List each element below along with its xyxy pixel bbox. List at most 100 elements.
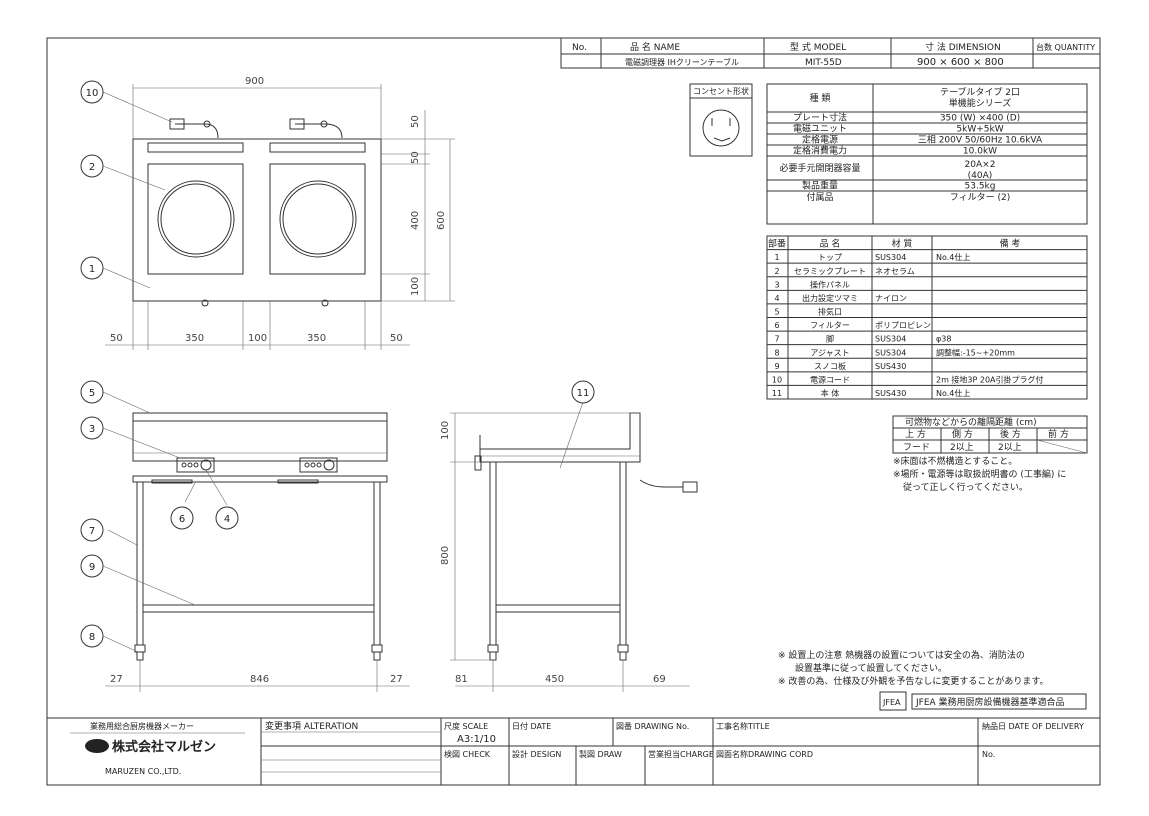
dim-bottom-4: 50 [390, 333, 403, 344]
spec-label: 定格電源 [802, 134, 838, 146]
company-en: MARUZEN CO.,LTD. [105, 767, 181, 776]
draw-label: 製図 DRAW [579, 749, 622, 759]
power-knob-icon [323, 459, 335, 471]
parts-cell: SUS430 [875, 389, 906, 398]
delivery-label: 納品日 DATE OF DELIVERY [982, 721, 1084, 731]
clearance-header-3: 前 方 [1048, 428, 1069, 440]
filter [151, 479, 193, 484]
parts-cell: 7 [774, 335, 779, 344]
top-view: 900 50 50 400 600 100 50 350 100 350 50 [102, 76, 455, 350]
balloon-2 [80, 154, 104, 178]
parts-cell: ポリプロピレン [875, 321, 931, 330]
parts-cell: 8 [774, 348, 779, 357]
scale-value: A3:1/10 [457, 734, 496, 745]
balloon-number: 5 [89, 388, 95, 399]
parts-cell: 2m 接地3P 20A引掛プラグ付 [936, 374, 1044, 384]
company-logo [85, 739, 109, 753]
note-right-2: 従って正しく行ってください。 [903, 481, 1028, 493]
parts-cell: トップ [818, 253, 842, 262]
clearance-header-0: 上 方 [905, 428, 926, 440]
dim-bottom-3: 350 [307, 333, 326, 344]
balloon-8 [80, 624, 104, 648]
parts-cell: 電源コード [810, 375, 850, 384]
front-view-body [132, 420, 388, 462]
balloon-number: 1 [89, 264, 95, 275]
dim-front-bottom-0: 27 [110, 674, 123, 685]
title-name-label: 品 名 NAME [630, 41, 680, 53]
check-label: 検図 CHECK [444, 749, 491, 759]
dim-bottom-2: 100 [248, 333, 267, 344]
parts-cell: 脚 [826, 334, 834, 344]
parts-cell: SUS304 [875, 335, 906, 344]
note-bottom-2: ※ 改善の為、仕様及び外観を予告なしに変更することがあります。 [778, 675, 1049, 687]
title-dimension-label: 寸 法 DIMENSION [925, 41, 1001, 53]
maker-caption: 業務用総合厨房機器メーカー [90, 721, 194, 731]
title-no-label: No. [572, 43, 587, 53]
jfea-label: JFEA 業務用厨房設備機器基準適合品 [915, 696, 1065, 708]
parts-cell: No.4仕上 [936, 252, 970, 262]
spec-value: 10.0kW [963, 147, 997, 157]
balloon-1 [80, 256, 104, 280]
alteration-label: 変更事項 ALTERATION [265, 720, 358, 732]
title-label: 工事名称TITLE [716, 721, 770, 731]
dim-side-400: 400 [410, 211, 421, 230]
title-dimension-value: 900 × 600 × 800 [917, 57, 1004, 68]
dim-side-100: 100 [410, 277, 421, 296]
dim-front-800: 800 [440, 546, 451, 565]
spec-label: 種 類 [810, 93, 831, 104]
parts-header: 品 名 [820, 238, 841, 250]
date-label: 日付 DATE [512, 721, 551, 731]
parts-cell: 6 [774, 321, 779, 330]
side-view: 100 800 81 450 69 [440, 401, 698, 692]
balloon-4 [215, 506, 239, 530]
balloon-9 [80, 554, 104, 578]
note-right-1: ※場所・電源等は取扱説明書の (工事編) に [893, 468, 1066, 480]
balloon-number: 8 [89, 632, 95, 643]
spec-value: 20A×2 [965, 160, 996, 170]
note-bottom-0: ※ 設置上の注意 熱機器の設置については安全の為、消防法の [778, 649, 1025, 661]
balloon-11 [571, 380, 595, 404]
parts-cell: φ38 [936, 335, 951, 344]
title-name-value: 電磁調理器 IHクリーンテーブル [625, 57, 739, 67]
bottom-shelf [142, 604, 375, 613]
footer-block: 業務用総合厨房機器メーカー 株式会社マルゼン MARUZEN CO.,LTD. … [46, 717, 1101, 786]
parts-cell: スノコ板 [814, 361, 846, 371]
balloon-number: 7 [89, 526, 95, 537]
parts-header: 備 考 [1000, 238, 1021, 250]
leg-right [373, 481, 381, 646]
dim-bottom-1: 350 [185, 333, 204, 344]
vent-right [269, 142, 366, 153]
spec-label: 必要手元開閉器容量 [779, 162, 860, 174]
side-view-body [479, 412, 641, 463]
ceramic-plate-right [269, 163, 366, 275]
front-view: 27 846 27 [102, 391, 410, 692]
dim-side-50b: 50 [410, 151, 421, 164]
plug-icon [289, 118, 305, 130]
balloon-3 [80, 416, 104, 440]
clearance-header-1: 側 方 [952, 428, 973, 440]
ceramic-plate-left [147, 163, 244, 275]
balloon-number: 11 [577, 388, 590, 399]
drawing-cord-label: 図面名称DRAWING CORD [716, 749, 813, 759]
balloon-number: 2 [89, 162, 95, 173]
parts-header: 材 質 [892, 238, 913, 250]
scale-label: 尺度 SCALE [444, 721, 488, 731]
bottom-notes: ※ 設置上の注意 熱機器の設置については安全の為、消防法の 設置基準に従って設置… [778, 649, 1087, 711]
balloon-number: 4 [224, 514, 230, 525]
charge-label: 営業担当CHARGE [648, 749, 714, 759]
parts-cell: 本 体 [821, 388, 840, 398]
balloon-number: 6 [179, 514, 185, 525]
clearance-table: 可燃物などからの離隔距離 (cm) 上 方 側 方 後 方 前 方 フード 2以… [892, 415, 1088, 493]
outlet-shape: コンセント形状 [689, 83, 753, 157]
parts-cell: 10 [772, 375, 782, 384]
balloon-10 [80, 80, 104, 104]
spec-value: 三相 200V 50/60Hz 10.6kVA [918, 134, 1043, 146]
parts-cell: 1 [774, 253, 779, 262]
clearance-title: 可燃物などからの離隔距離 (cm) [905, 416, 1037, 428]
parts-cell: 9 [774, 362, 779, 371]
